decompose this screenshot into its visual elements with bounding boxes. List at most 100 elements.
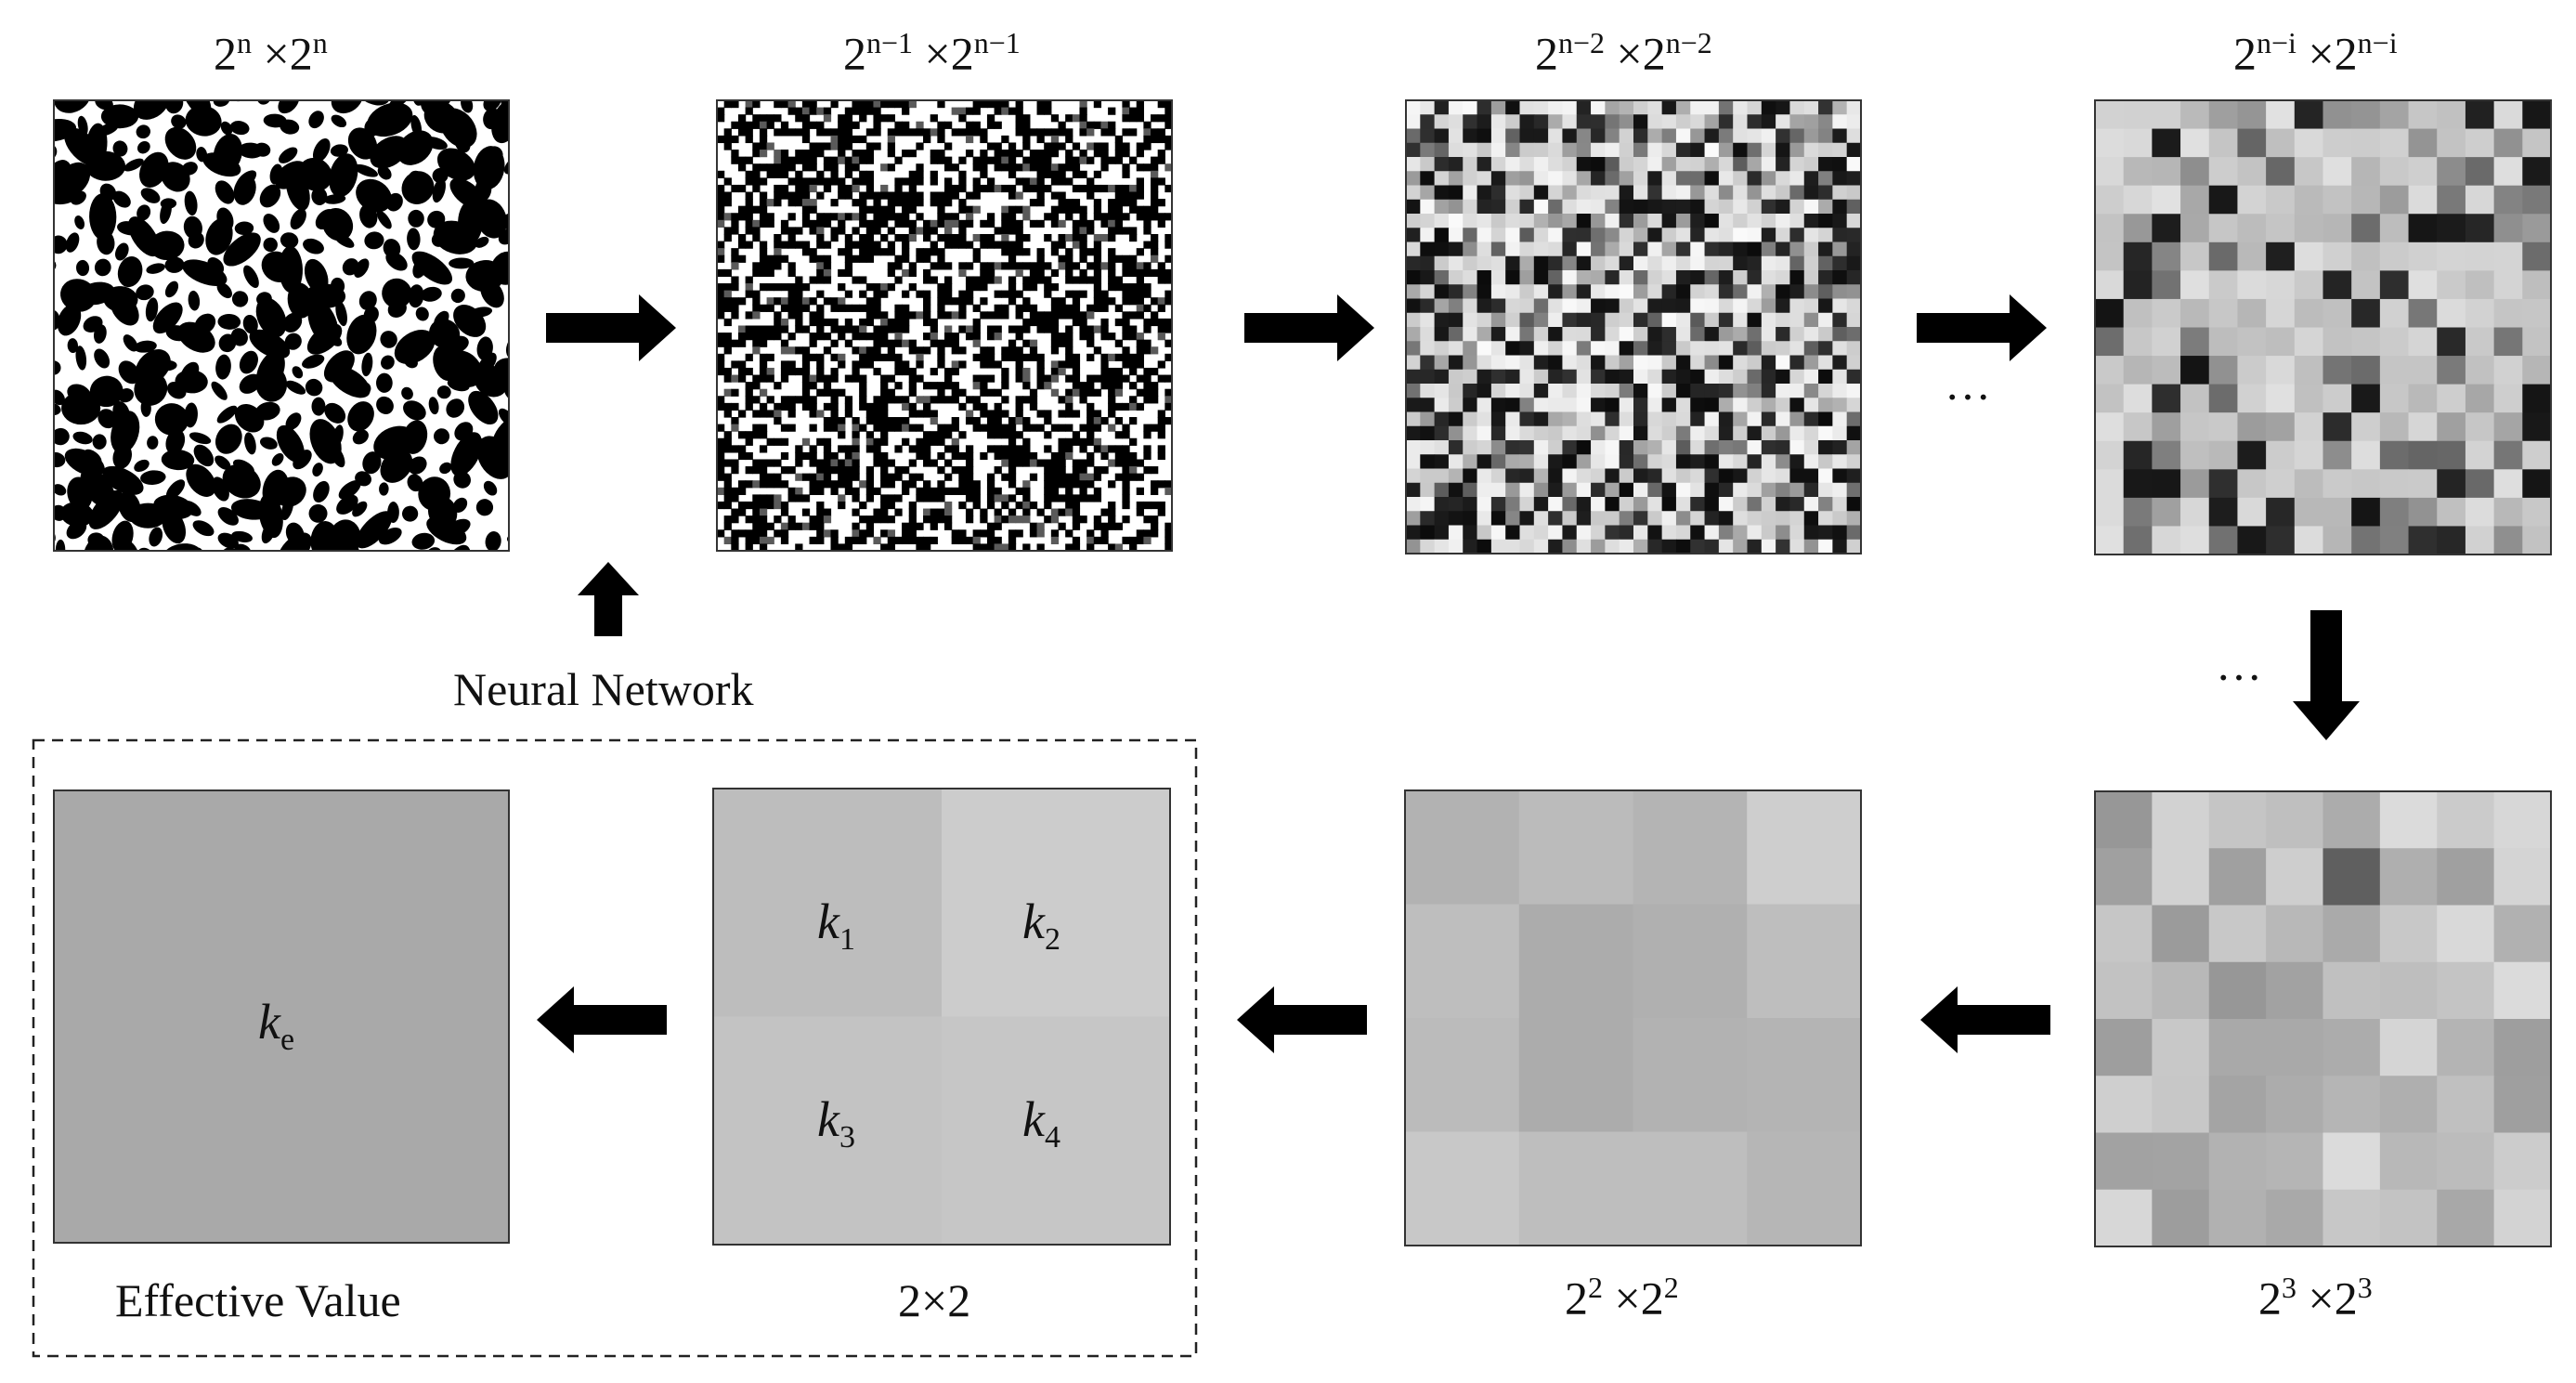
grain bbox=[54, 100, 91, 113]
panel-border bbox=[1405, 99, 1862, 555]
pixel bbox=[1093, 487, 1102, 495]
pixel bbox=[1661, 157, 1677, 172]
pixel bbox=[2437, 412, 2466, 442]
pixel bbox=[980, 424, 988, 432]
grain bbox=[411, 532, 436, 550]
pixel bbox=[1647, 114, 1663, 130]
pixel bbox=[1761, 255, 1776, 271]
pixel bbox=[859, 388, 867, 397]
pixel bbox=[2095, 157, 2125, 187]
pixel-panel-8x8 bbox=[2094, 790, 2552, 1247]
pixel bbox=[2095, 791, 2153, 849]
pixel bbox=[809, 121, 817, 129]
pixel bbox=[1114, 431, 1124, 439]
pixel bbox=[1633, 454, 1648, 470]
pixel bbox=[1001, 396, 1009, 404]
pixel bbox=[1548, 341, 1564, 357]
pixel bbox=[2493, 100, 2523, 130]
pixel bbox=[1562, 539, 1578, 555]
k3-label: k3 bbox=[817, 1091, 855, 1155]
pixel bbox=[830, 529, 839, 538]
pixel bbox=[1519, 411, 1535, 427]
pixel bbox=[1136, 191, 1144, 200]
pixel bbox=[972, 382, 981, 390]
pixel bbox=[944, 233, 953, 242]
pixel bbox=[852, 431, 860, 439]
pixel bbox=[859, 290, 867, 298]
pixel bbox=[1803, 214, 1819, 228]
pixel bbox=[894, 100, 903, 109]
pixel bbox=[1576, 369, 1592, 385]
k4-cell bbox=[942, 1016, 1170, 1245]
pixel bbox=[923, 402, 931, 411]
pixel bbox=[972, 487, 981, 495]
pixel bbox=[944, 431, 953, 439]
pixel bbox=[852, 508, 860, 516]
pixel bbox=[994, 424, 1002, 432]
pixel bbox=[908, 529, 917, 538]
grain bbox=[188, 290, 201, 311]
pixel bbox=[2294, 214, 2324, 243]
pixel bbox=[1776, 440, 1791, 455]
pixel bbox=[787, 360, 796, 369]
pixel bbox=[2152, 356, 2181, 385]
pixel bbox=[1406, 241, 1421, 257]
pixel bbox=[1803, 398, 1819, 413]
pixel bbox=[965, 536, 974, 545]
pixel bbox=[887, 199, 896, 207]
grain bbox=[385, 251, 408, 271]
pixel bbox=[2437, 1189, 2495, 1247]
pixel bbox=[1675, 327, 1691, 342]
pixel bbox=[859, 135, 867, 144]
pixel bbox=[1448, 511, 1464, 527]
arrow-right-icon bbox=[546, 294, 676, 361]
pixel bbox=[1747, 214, 1763, 228]
pixel bbox=[1519, 425, 1535, 441]
pixel bbox=[1605, 425, 1620, 441]
pixel bbox=[1114, 304, 1124, 312]
pixel bbox=[745, 515, 753, 524]
pixel bbox=[2493, 327, 2523, 357]
pixel bbox=[838, 494, 846, 502]
pixel bbox=[1675, 411, 1691, 427]
pixel bbox=[887, 536, 896, 545]
pixel bbox=[1661, 411, 1677, 427]
pixel bbox=[2465, 185, 2495, 215]
pixel bbox=[865, 311, 875, 320]
pixel bbox=[1143, 424, 1151, 432]
pixel bbox=[1776, 384, 1791, 398]
pixel bbox=[980, 276, 988, 284]
pixel bbox=[1129, 466, 1138, 475]
pixel bbox=[1776, 199, 1791, 215]
pixel bbox=[2266, 270, 2296, 300]
pixel bbox=[1143, 466, 1151, 475]
pixel bbox=[737, 508, 747, 516]
pixel bbox=[1619, 525, 1634, 541]
pixel bbox=[873, 290, 881, 298]
pixel bbox=[1008, 480, 1017, 489]
grain bbox=[359, 203, 378, 228]
pixel bbox=[1505, 425, 1521, 441]
pixel bbox=[1661, 312, 1677, 328]
pixel bbox=[1477, 327, 1492, 342]
pixel bbox=[1022, 142, 1031, 150]
pixel bbox=[887, 191, 896, 200]
pixel bbox=[1505, 454, 1521, 470]
pixel bbox=[1761, 398, 1776, 413]
pixel bbox=[887, 227, 896, 235]
pixel bbox=[1420, 511, 1436, 527]
pixel bbox=[1747, 128, 1763, 144]
pixel bbox=[1448, 539, 1464, 555]
pixel bbox=[1114, 156, 1124, 164]
pixel bbox=[1108, 184, 1116, 193]
pixel bbox=[1690, 142, 1706, 158]
pixel bbox=[1100, 529, 1109, 538]
pixel bbox=[809, 156, 817, 164]
pixel bbox=[1086, 543, 1095, 552]
pixel bbox=[780, 184, 789, 193]
pixel bbox=[852, 529, 860, 538]
pixel bbox=[1690, 525, 1706, 541]
pixel bbox=[1591, 411, 1606, 427]
pixel bbox=[795, 199, 803, 207]
stage-label-2-3: 23 ×23 bbox=[2258, 1271, 2373, 1324]
